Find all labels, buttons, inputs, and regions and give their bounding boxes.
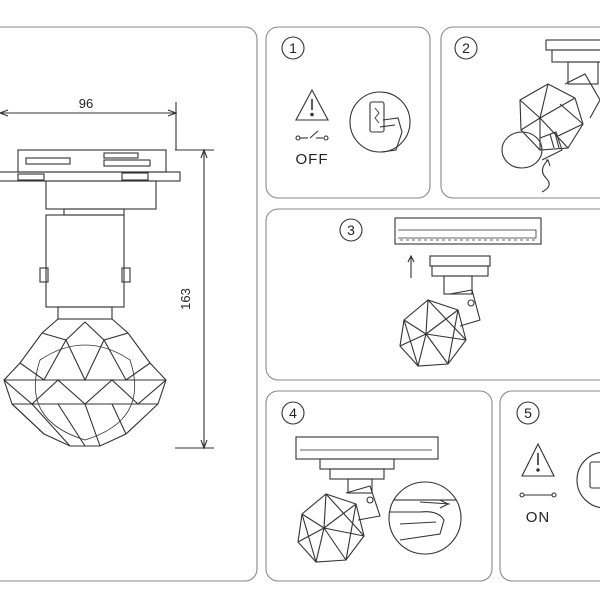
- switch-on-icon: [519, 492, 557, 498]
- step-3-frame: [265, 208, 600, 381]
- spotlight-adapter: [429, 255, 491, 327]
- hand-press-icon-5: [576, 451, 600, 509]
- step-5-state-label: ON: [526, 509, 551, 526]
- hand-lock-icon: [388, 481, 462, 555]
- track-adapter: [0, 149, 181, 216]
- warning-triangle-icon-5: [521, 442, 555, 477]
- step-2-panel: 2: [440, 26, 600, 199]
- track-rail: [394, 217, 542, 245]
- width-dimension: 96: [0, 96, 178, 150]
- switch-icon: [295, 130, 329, 141]
- track-rail-4: [295, 436, 439, 460]
- spotlight-cage-3: [399, 299, 467, 367]
- step-5-panel: 5 ON: [499, 390, 600, 582]
- lamp-stem: [39, 214, 131, 320]
- spotlight-head: [519, 39, 600, 151]
- up-arrow-icon: [407, 254, 415, 278]
- cage-shade: [3, 318, 167, 447]
- dimension-panel: 96: [0, 26, 258, 582]
- dimension-panel-frame: [0, 26, 258, 582]
- height-dimension: 163: [175, 148, 214, 450]
- step-1-frame: [265, 26, 431, 199]
- step-3-panel: 3: [265, 208, 600, 381]
- step-1-panel: 1 OFF: [265, 26, 431, 199]
- step-4-panel: 4: [265, 390, 493, 582]
- spotlight-cage-4: [297, 493, 365, 563]
- twist-arrow-icon: [541, 159, 551, 193]
- step-3-number: 3: [347, 222, 355, 238]
- spotlight-adapter-4: [319, 458, 395, 521]
- step-5-frame: [499, 390, 600, 582]
- step-1-number: 1: [289, 40, 297, 56]
- warning-triangle-icon: [295, 88, 329, 121]
- step-1-state-label: OFF: [296, 151, 329, 168]
- step-4-number: 4: [289, 405, 297, 421]
- step-2-number: 2: [462, 40, 470, 56]
- step-5-number: 5: [524, 405, 532, 421]
- width-label: 96: [79, 96, 93, 111]
- height-label: 163: [178, 288, 193, 310]
- bulb-icon: [501, 131, 563, 169]
- hand-press-icon: [349, 91, 411, 153]
- step-4-frame: [265, 390, 493, 582]
- step-2-frame: [440, 26, 600, 199]
